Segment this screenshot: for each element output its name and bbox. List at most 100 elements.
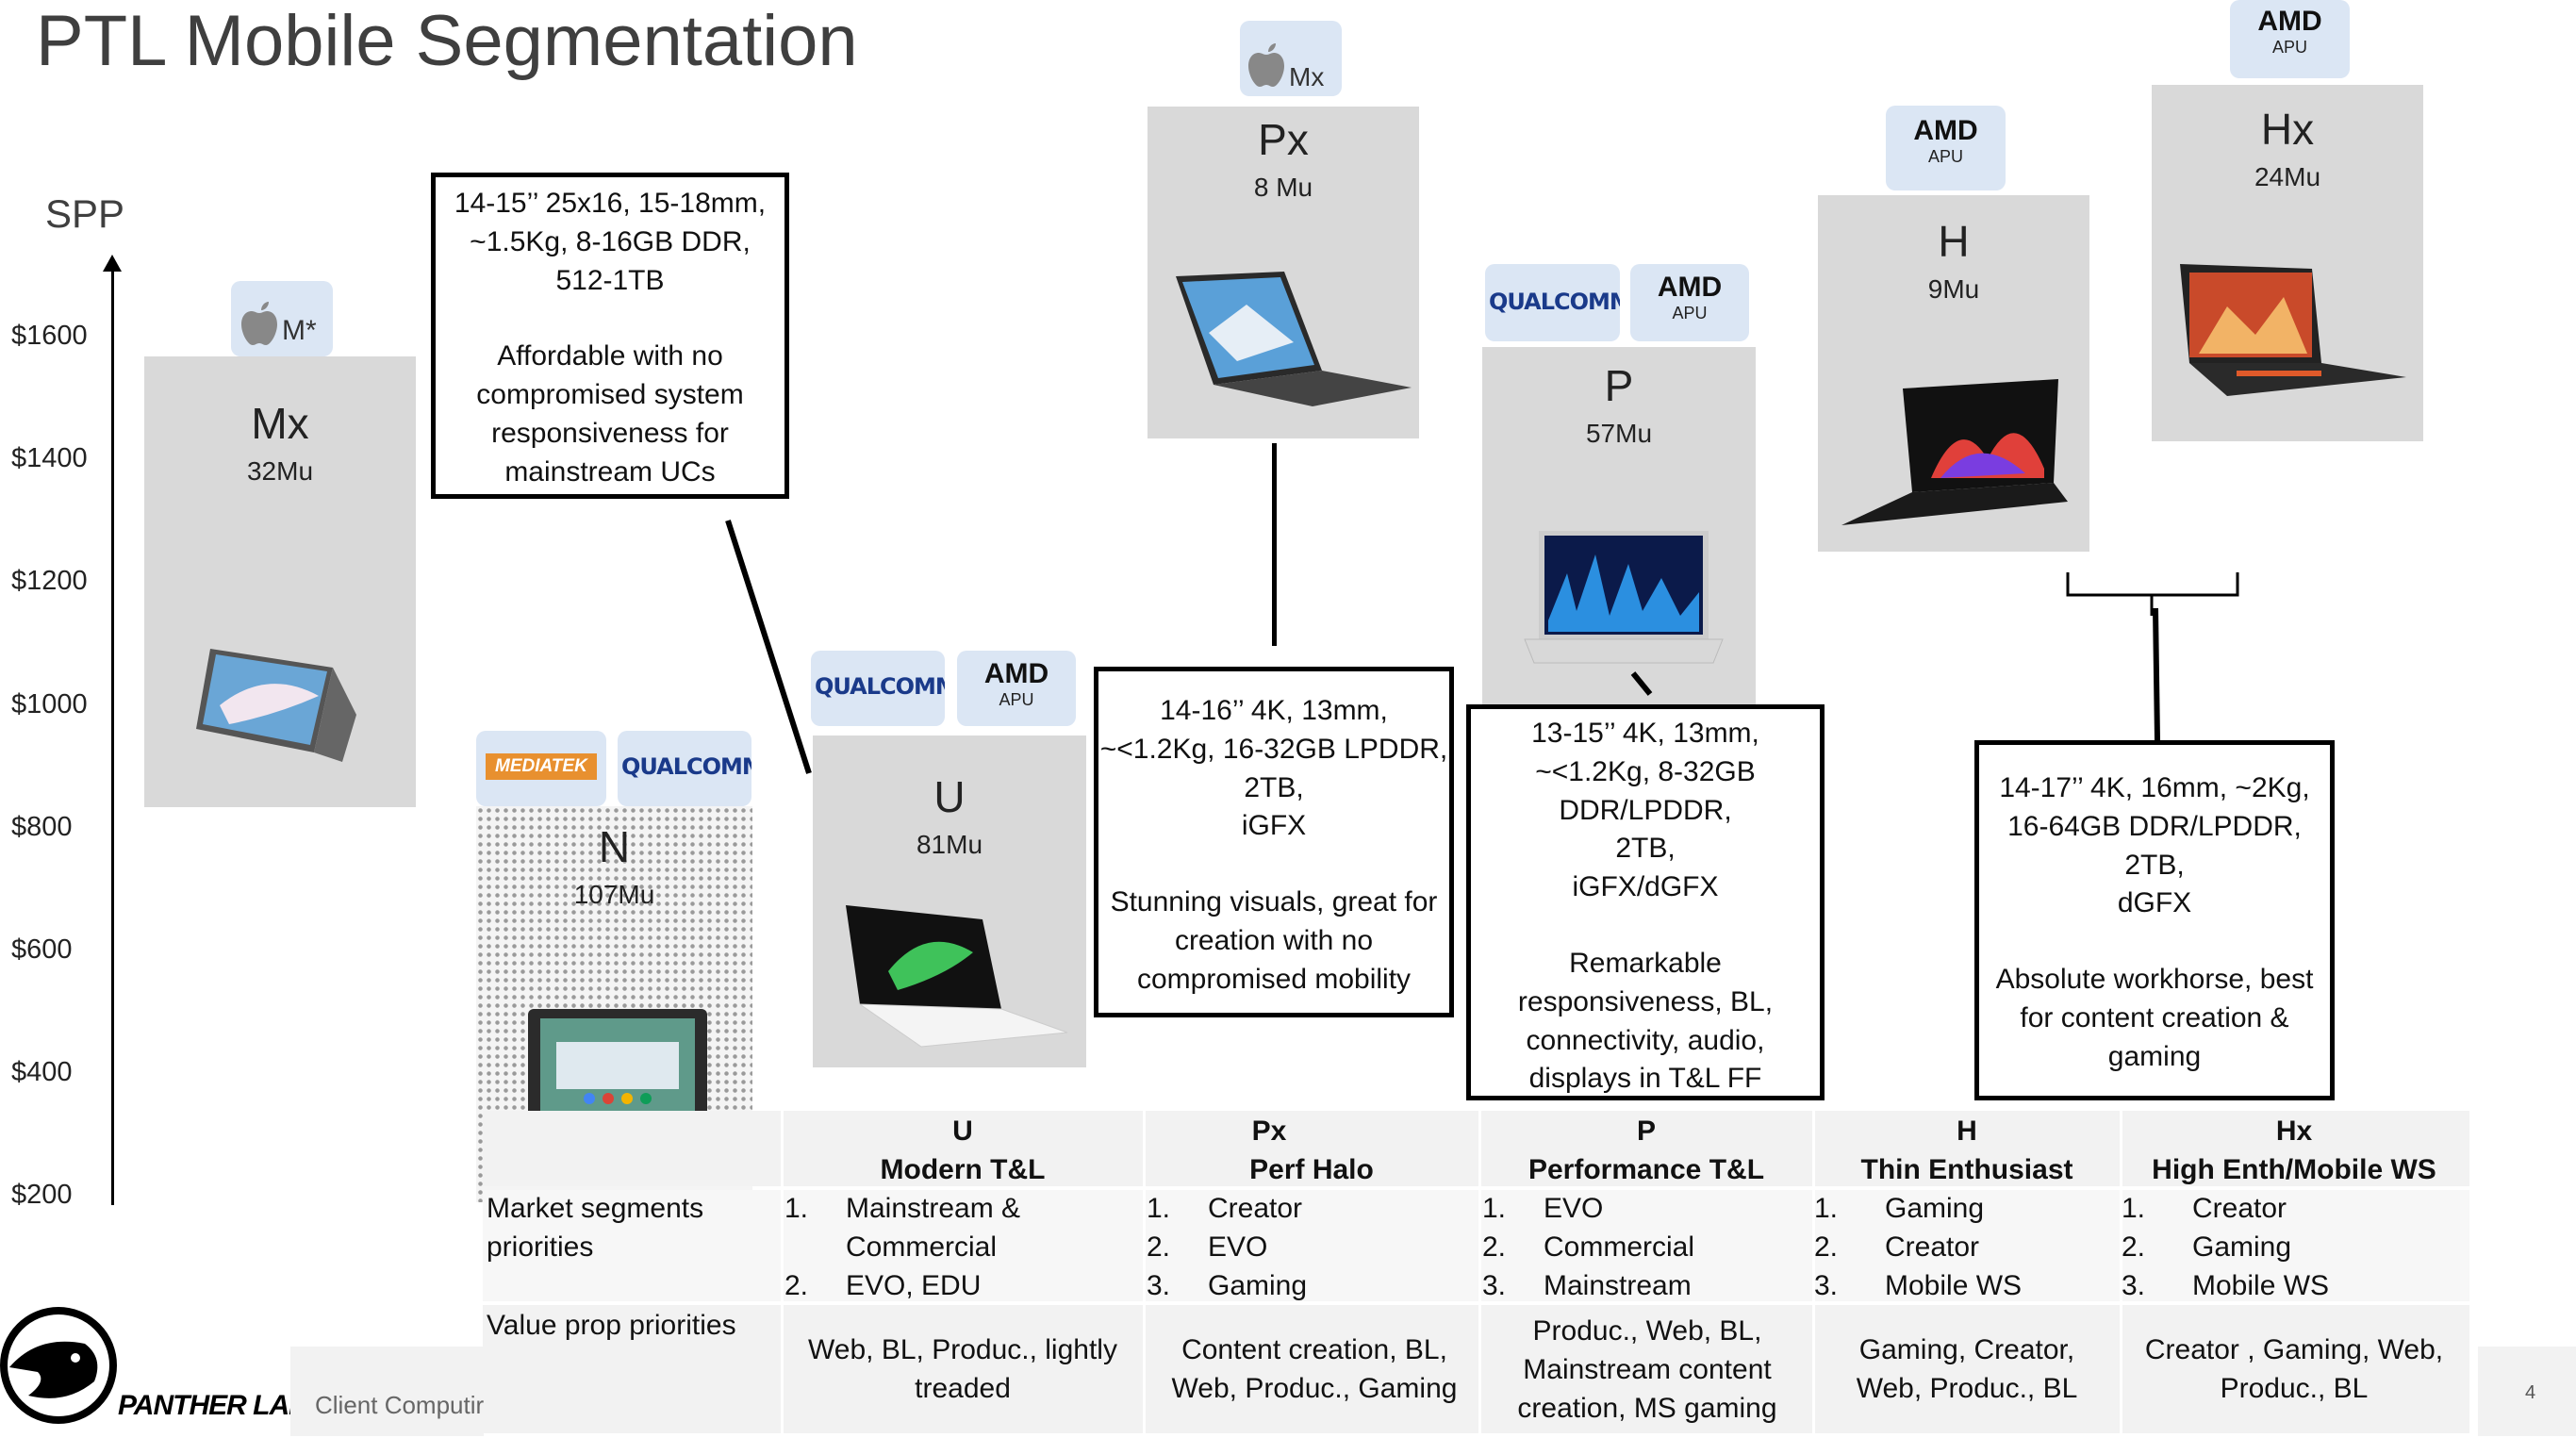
list-item: EVO [1208, 1231, 1268, 1263]
callout-p: 13-15’’ 4K, 13mm, ~<1.2Kg, 8-32GB DDR/LP… [1466, 704, 1825, 1100]
segment-u: U 81Mu [813, 736, 1086, 1067]
segment-name: Px [1258, 115, 1309, 164]
list-item: Gaming [1208, 1269, 1308, 1301]
connector-line [1630, 671, 1653, 696]
value-prop-hx: Creator , Gaming, Web, Produc., BL [2144, 1334, 2444, 1404]
table-divider [781, 1111, 784, 1433]
axis-tick: $1000 [11, 689, 88, 719]
list-item: Creator [1885, 1231, 1980, 1263]
footer-text: Client Computir [315, 1391, 484, 1419]
table-divider [2120, 1111, 2122, 1433]
page-title: PTL Mobile Segmentation [36, 1, 858, 81]
callout-text: ~<1.2Kg, 8-32GB [1535, 755, 1756, 787]
callout-text: displays in T&L FF [1528, 1063, 1762, 1095]
list-item: EVO [1544, 1193, 1604, 1224]
laptop-image [196, 649, 356, 762]
segment-name: P [1604, 361, 1634, 410]
segment-volume: 107Mu [573, 880, 655, 909]
callout-text: compromised system [476, 379, 744, 411]
badge-label: MEDIATEK [486, 753, 597, 780]
segment-name: Mx [251, 399, 309, 448]
apple-mx-badge: Mx [1240, 21, 1342, 96]
badge-label: QUALCOMM [1489, 289, 1620, 315]
column-header-px: Px Perf Halo [1145, 1113, 1478, 1190]
callout-h: 14-17’’ 4K, 16mm, ~2Kg, 16-64GB DDR/LPDD… [1974, 740, 2335, 1100]
footer-band: Client Computir [290, 1347, 484, 1436]
value-prop-px: Content creation, BL, Web, Produc., Gami… [1171, 1334, 1458, 1404]
value-prop-u: Web, BL, Produc., lightly treaded [808, 1334, 1117, 1404]
list-item: Mainstream & Commercial [846, 1193, 1021, 1263]
segment-hx: Hx 24Mu [2152, 85, 2423, 441]
column-name: Thin Enthusiast [1860, 1153, 2073, 1185]
table-divider [1478, 1111, 1481, 1433]
callout-text: iGFX/dGFX [1572, 871, 1719, 903]
row-label-value: Value prop priorities [487, 1310, 736, 1341]
value-prop-h: Gaming, Creator, Web, Produc., BL [1856, 1334, 2078, 1404]
column-header-h: H Thin Enthusiast [1814, 1113, 2120, 1190]
callout-px: 14-16’’ 4K, 13mm, ~<1.2Kg, 16-32GB LPDDR… [1094, 667, 1454, 1017]
priority-list-u: 1.Mainstream & Commercial 2.EVO, EDU [784, 1190, 1141, 1305]
qualcomm-badge: QUALCOMM [1485, 264, 1620, 341]
page-number-band: 4 [2478, 1347, 2576, 1436]
column-code: Px [1251, 1116, 1287, 1147]
column-name: Perf Halo [1249, 1153, 1374, 1185]
badge-label: AMD [1657, 272, 1723, 303]
list-item: Mainstream [1544, 1269, 1692, 1301]
callout-text: creation with no [1174, 924, 1374, 956]
column-name: Performance T&L [1527, 1153, 1765, 1185]
callout-text: Affordable with no [497, 340, 723, 372]
axis-tick: $400 [11, 1057, 73, 1087]
column-code: H [1957, 1116, 1977, 1147]
amd-apu-badge: AMD APU [1630, 264, 1749, 341]
axis-tick: $1200 [11, 566, 88, 596]
callout-text: Stunning visuals, great for [1110, 886, 1438, 918]
segment-volume: 9Mu [1927, 274, 1980, 304]
table-row-band [483, 1190, 2469, 1301]
badge-label: M* [282, 315, 317, 346]
list-item: Mobile WS [1885, 1269, 2023, 1301]
badge-sublabel: APU [1927, 147, 1963, 166]
qualcomm-badge: QUALCOMM [618, 731, 751, 806]
badge-label: AMD [2257, 6, 2322, 37]
callout-text: 16-64GB DDR/LPDDR, [2007, 810, 2302, 842]
column-name: High Enth/Mobile WS [2152, 1153, 2436, 1185]
axis-tick: $800 [11, 812, 73, 842]
list-item: Commercial [1544, 1231, 1695, 1263]
y-axis [111, 269, 114, 1205]
badge-label: QUALCOMM [815, 673, 945, 700]
callout-text: responsiveness, BL, [1517, 985, 1774, 1017]
axis-tick: $600 [11, 934, 73, 965]
mediatek-badge: MEDIATEK [476, 731, 606, 806]
segment-volume: 24Mu [2254, 162, 2321, 191]
column-header-hx: Hx High Enth/Mobile WS [2122, 1113, 2467, 1190]
callout-text: dGFX [2117, 887, 2192, 919]
callout-text: for content creation & [2020, 1001, 2289, 1033]
table-divider [1143, 1111, 1146, 1433]
page-number: 4 [2525, 1382, 2536, 1403]
laptop-image [1841, 379, 2068, 525]
qualcomm-badge: QUALCOMM [811, 651, 945, 726]
laptop-image [2180, 264, 2406, 396]
axis-tick: $1400 [11, 443, 88, 473]
amd-apu-badge: AMD APU [957, 651, 1076, 726]
axis-arrow [103, 255, 122, 272]
laptop-image [846, 905, 1068, 1048]
callout-text: 14-17’’ 4K, 16mm, ~2Kg, [1999, 772, 2310, 803]
callout-text: Remarkable [1569, 947, 1722, 979]
callout-text: responsiveness for [491, 417, 729, 449]
segment-volume: 57Mu [1585, 419, 1653, 448]
callout-text: connectivity, audio, [1526, 1024, 1765, 1056]
callout-text: iGFX [1241, 810, 1307, 842]
callout-text: mainstream UCs [504, 455, 716, 488]
badge-label: AMD [1913, 115, 1978, 146]
segment-mx: Mx 32Mu [144, 356, 416, 807]
segment-name: Hx [2260, 105, 2315, 154]
callout-text: 2TB, [2124, 849, 2185, 881]
row-label-market: Market segments priorities [487, 1193, 704, 1263]
laptop-image [1176, 272, 1412, 406]
badge-sublabel: APU [2271, 38, 2307, 57]
axis-tick: $1600 [11, 321, 88, 351]
priority-list-p: 1.EVO 2.Commercial 3.Mainstream [1482, 1193, 1695, 1301]
segment-name: U [933, 772, 966, 821]
badge-label: AMD [983, 658, 1049, 689]
